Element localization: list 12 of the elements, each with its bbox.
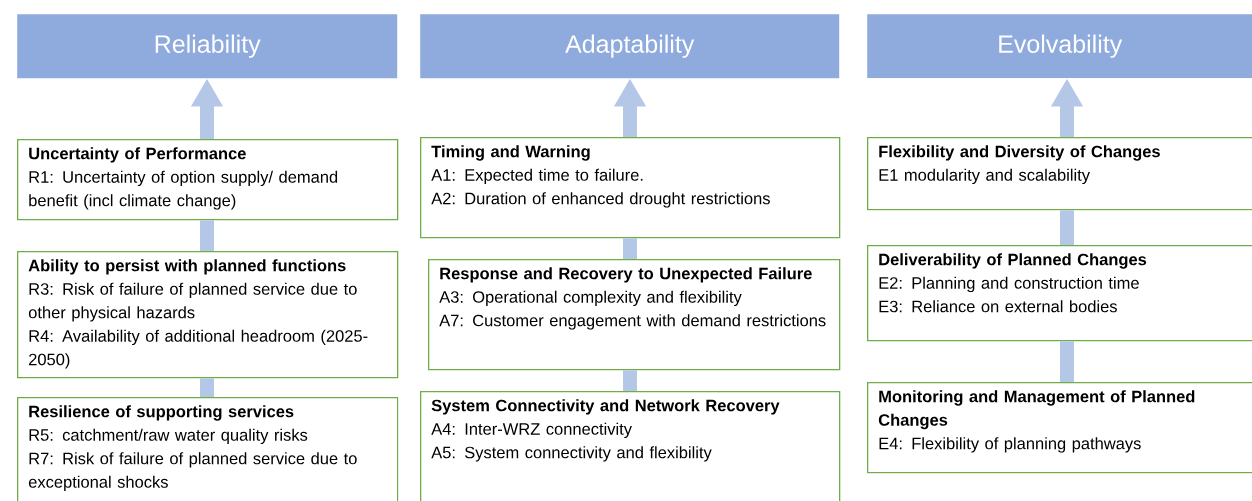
criteria-box: Ability to persist with planned functions R3: Risk of failure of planned service due to other physical hazards R4: Availability of additional headroom (2025-2050): [17, 251, 399, 379]
criteria-box: Deliverability of Planned Changes E2: Planning and construction time E3: Reliance on external bodies: [867, 245, 1252, 342]
criteria-box: Timing and Warning A1: Expected time to failure. A2: Duration of enhanced drought restrictions: [420, 137, 841, 239]
criteria-box: Response and Recovery to Unexpected Failure A3: Operational complexity and flexibility A7: Customer engagement with demand restrictions: [428, 259, 841, 371]
criteria-box: Resilience of supporting services R5: catchment/raw water quality risks R7: Risk of failure of planned service due to exceptional shocks: [17, 397, 399, 501]
header-box: Reliability: [17, 14, 398, 79]
criteria-box: Flexibility and Diversity of Changes E1 modularity and scalability: [867, 137, 1252, 211]
criteria-box: Monitoring and Management of Planned Changes E4: Flexibility of planning pathways: [867, 382, 1252, 474]
header-box: Evolvability: [867, 14, 1252, 79]
header-box: Adaptability: [420, 14, 840, 79]
criteria-box: System Connectivity and Network Recovery A4: Inter-WRZ connectivity A5: System connectivity and flexibility: [420, 391, 841, 501]
criteria-box: Uncertainty of Performance R1: Uncertainty of option supply/ demand benefit (incl climate change): [17, 139, 399, 221]
